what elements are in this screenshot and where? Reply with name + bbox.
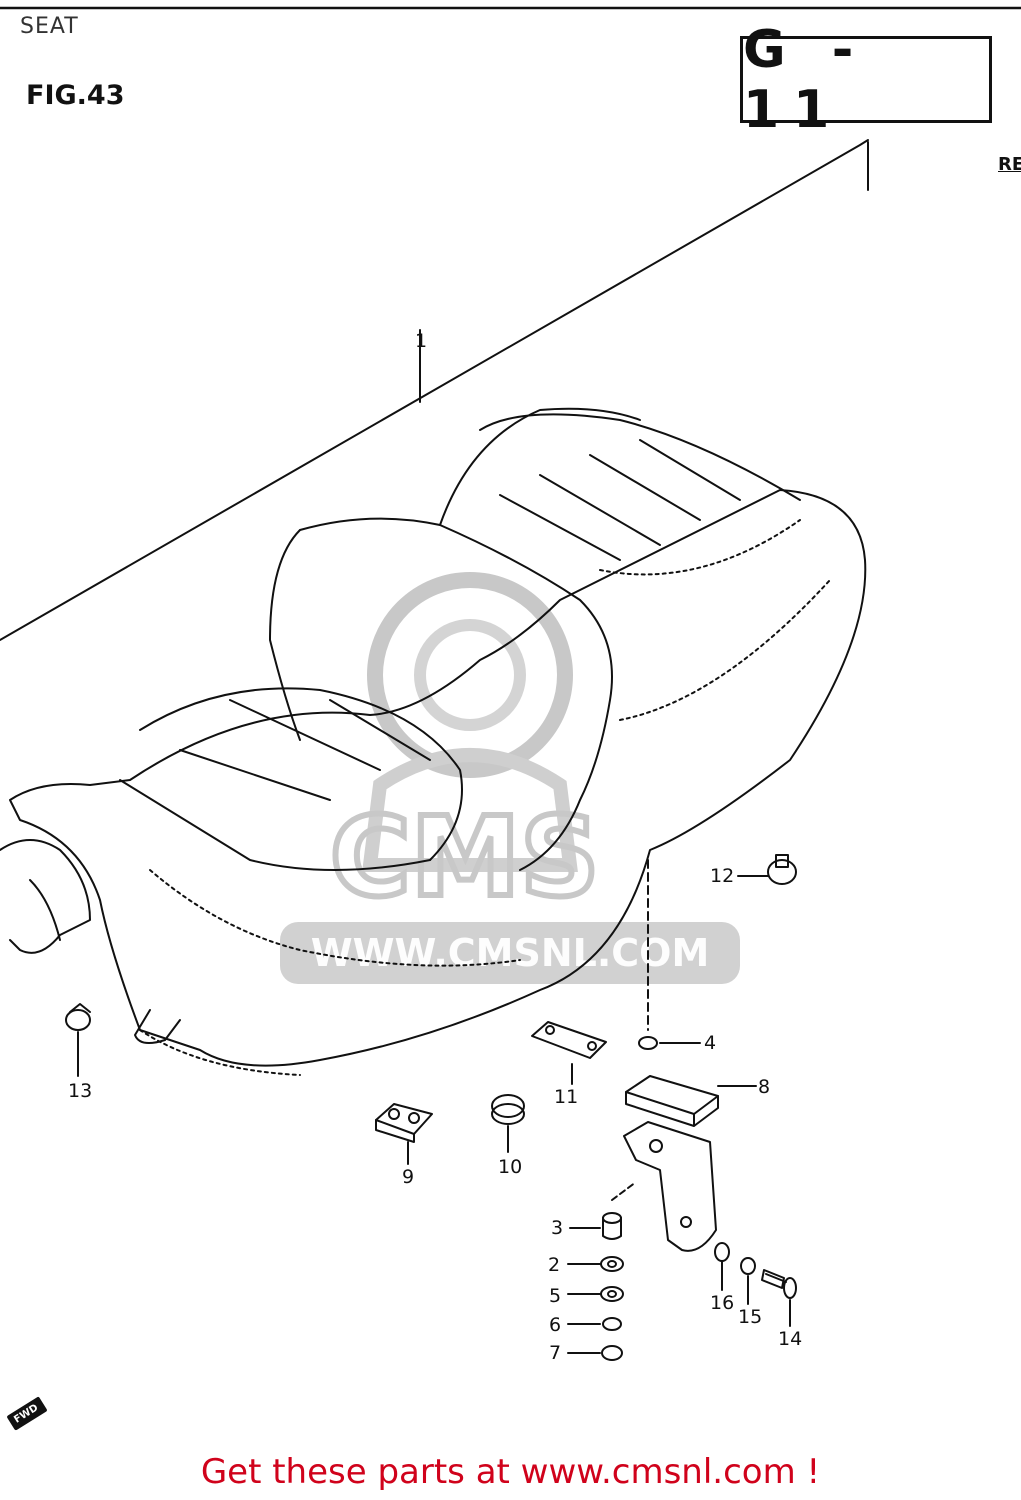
part-11-plate-icon [531,1021,607,1059]
callout-8: 8 [758,1076,771,1098]
callout-13: 13 [68,1080,93,1102]
callout-7: 7 [549,1342,562,1364]
part-4-washer-icon [638,1036,658,1050]
section-title: SEAT [20,14,79,39]
part-bracket-icon [611,1121,717,1252]
group-code-box: G - 11 [740,20,992,140]
part-15-washer-icon [740,1257,756,1275]
callout-15: 15 [738,1306,763,1328]
callout-1: 1 [415,330,428,352]
part-13-cushion-icon [65,1003,91,1031]
callout-11: 11 [554,1086,579,1108]
callout-16: 16 [710,1292,735,1314]
callout-2: 2 [548,1254,561,1276]
part-9-plate-icon [375,1103,433,1143]
callout-10: 10 [498,1156,523,1178]
callout-12: 12 [710,865,735,887]
part-7-nut-icon [601,1345,623,1361]
part-12-cushion-icon [767,854,797,885]
ref-fragment: RE [998,154,1021,175]
callout-3: 3 [551,1217,564,1239]
group-code: G - 11 [743,19,868,140]
callout-9: 9 [402,1166,415,1188]
seat-illustration [0,407,867,1076]
footer-cta-link[interactable]: Get these parts at www.cmsnl.com ! [200,1452,821,1492]
callout-6: 6 [549,1314,562,1336]
callout-14: 14 [778,1328,803,1350]
part-5-washer-icon [600,1286,624,1302]
part-8-rubber-pad-icon [625,1075,719,1127]
part-14-bolt-icon [761,1269,797,1299]
watermark-url: WWW.CMSNL.COM [280,922,740,984]
callout-4: 4 [704,1032,717,1054]
part-2-washer-icon [600,1256,624,1272]
part-16-washer-icon [714,1242,730,1262]
part-10-grommet-icon [491,1094,525,1125]
figure-label: FIG.43 [26,80,125,111]
callout-5: 5 [549,1285,562,1307]
part-6-washer-icon [602,1317,622,1331]
part-3-collar-icon [602,1212,622,1240]
